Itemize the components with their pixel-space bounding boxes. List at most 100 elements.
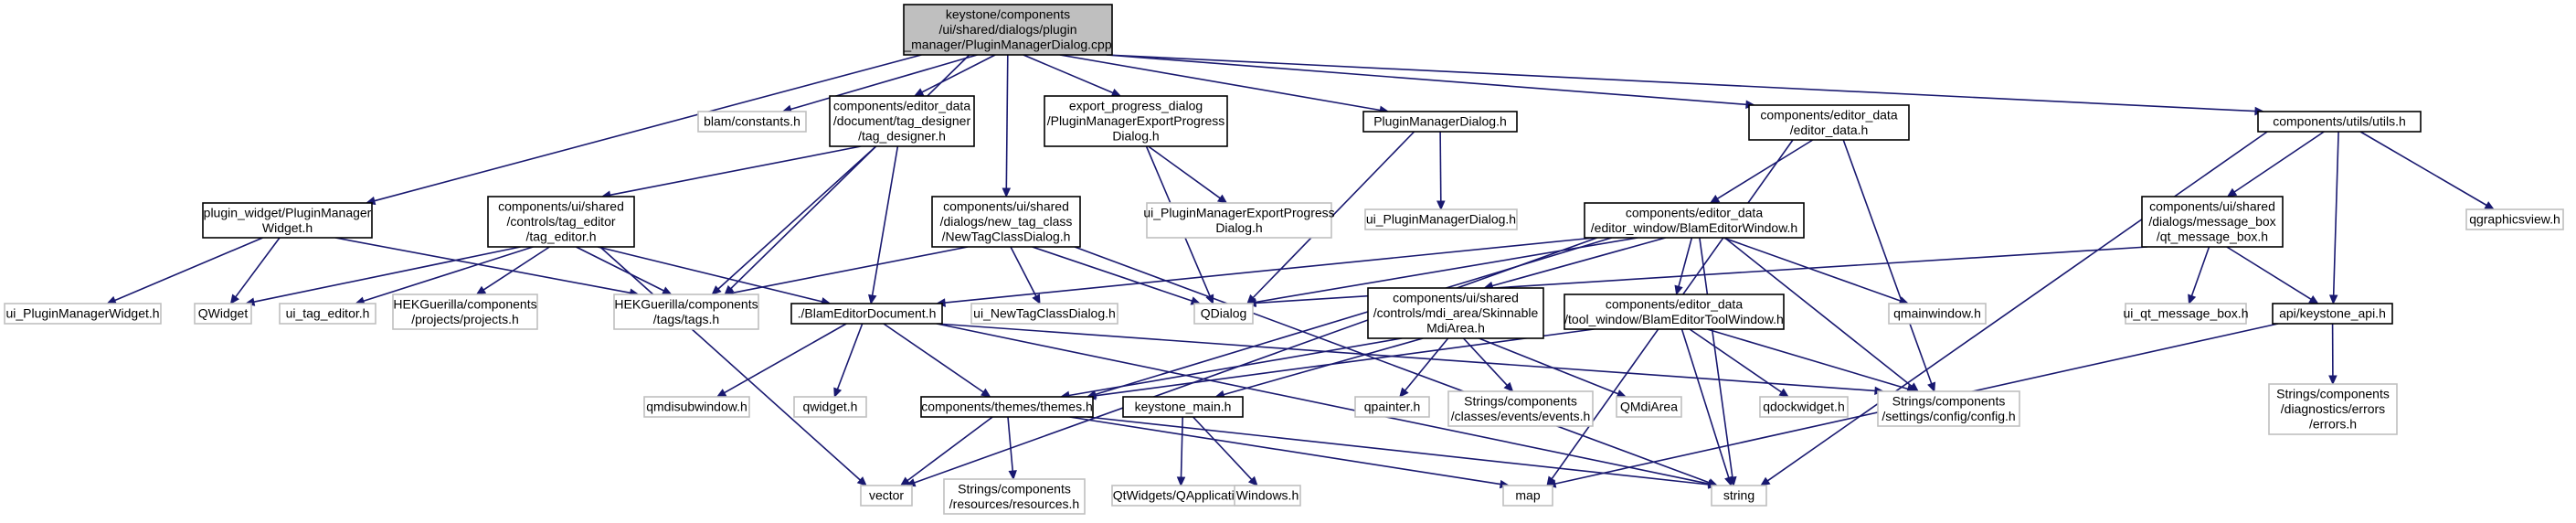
node-label: /ui/shared/dialogs/plugin xyxy=(939,22,1077,37)
node-qgraphicsview: qgraphicsview.h xyxy=(2465,208,2564,230)
edge-line xyxy=(363,246,534,303)
node-label: map xyxy=(1515,488,1540,503)
edge-line xyxy=(2233,131,2325,193)
edge-utils-to-string xyxy=(1759,131,2268,486)
node-label: qmdisubwindow.h xyxy=(646,400,747,414)
node-box xyxy=(1748,104,1910,141)
node-new-tag-class[interactable]: components/ui/shared/dialogs/new_tag_cla… xyxy=(931,196,1081,248)
node-label: Strings/components xyxy=(1892,393,2006,408)
node-label: MdiArea.h xyxy=(1426,321,1485,336)
arrowhead-icon xyxy=(716,389,727,398)
node-label: export_progress_dialog xyxy=(1069,99,1203,113)
edge-line xyxy=(921,54,996,93)
node-label: components/editor_data xyxy=(833,99,970,113)
node-utils[interactable]: components/utils/utils.h xyxy=(2257,111,2422,133)
edge-line xyxy=(724,323,847,394)
node-blam-editor-window[interactable]: components/editor_data/editor_window/Bla… xyxy=(1584,202,1805,239)
node-box xyxy=(2272,303,2393,325)
node-tool-window[interactable]: components/editor_data/tool_window/BlamE… xyxy=(1564,294,1785,330)
node-box xyxy=(1759,396,1849,418)
node-box xyxy=(1888,303,1987,325)
edge-root-to-tags xyxy=(724,54,970,295)
node-label: /controls/mdi_area/Skinnable xyxy=(1373,305,1539,320)
node-root[interactable]: keystone/components/ui/shared/dialogs/pl… xyxy=(903,4,1113,56)
node-qwidget-h: qwidget.h xyxy=(793,396,867,418)
edge-line xyxy=(1842,139,1933,384)
node-box xyxy=(697,111,807,133)
arrowhead-icon xyxy=(1399,387,1409,398)
edge-line xyxy=(1074,246,1710,484)
edge-line xyxy=(610,145,862,197)
node-label: ui_NewTagClassDialog.h xyxy=(973,306,1116,321)
node-mdi-area[interactable]: components/ui/shared/controls/mdi_area/S… xyxy=(1367,287,1544,339)
edge-line xyxy=(1106,54,2256,112)
edge-line xyxy=(717,145,877,290)
edge-line xyxy=(2332,131,2339,296)
node-map: map xyxy=(1502,485,1553,507)
node-box xyxy=(1354,396,1430,418)
node-blam-editor-document[interactable]: ./BlamEditorDocument.h xyxy=(790,303,943,325)
arrowhead-icon xyxy=(1724,475,1733,487)
node-label: HEKGuerilla/components xyxy=(614,296,758,311)
node-ui-plugin-manager-widget: ui_PluginManagerWidget.h xyxy=(4,303,162,325)
node-box xyxy=(860,485,913,507)
edge-mdi_area-to-qpainter xyxy=(1399,337,1449,398)
edge-root-to-utils xyxy=(1106,54,2265,116)
node-label: components/ui/shared xyxy=(943,199,1069,214)
arrowhead-icon xyxy=(661,286,673,295)
node-label: QtWidgets/QApplication xyxy=(1113,488,1249,503)
edge-keystone_api-to-errors xyxy=(2328,323,2337,386)
node-box xyxy=(1584,202,1805,239)
node-keystone-main[interactable]: keystone_main.h xyxy=(1122,396,1244,418)
edge-line xyxy=(836,323,864,390)
node-box xyxy=(613,294,759,330)
node-label: /editor_window/BlamEditorWindow.h xyxy=(1591,220,1797,235)
edge-message_box-to-keystone_api xyxy=(2226,246,2319,304)
node-label: QDialog xyxy=(1201,306,1247,321)
edge-line xyxy=(936,323,1710,485)
node-box xyxy=(2257,111,2422,133)
edge-plugin_manager_dialog-to-ui_plugin_manager_dialog xyxy=(1436,131,1446,211)
edge-message_box-to-ui_qt_message_box xyxy=(2188,246,2210,305)
node-label: QWidget xyxy=(198,306,249,321)
node-message-box[interactable]: components/ui/shared/dialogs/message_box… xyxy=(2141,196,2284,248)
node-label: components/editor_data xyxy=(1606,296,1743,311)
arrowhead-icon xyxy=(981,388,991,398)
edge-utils-to-qgraphicsview xyxy=(2359,131,2496,210)
edge-editor_data-to-blam_editor_window xyxy=(1709,139,1814,204)
edge-line xyxy=(1706,328,1909,390)
node-tag-editor[interactable]: components/ui/shared/controls/tag_editor… xyxy=(487,196,635,248)
node-label: PluginManagerDialog.h xyxy=(1373,114,1507,129)
node-editor-data[interactable]: components/editor_data/editor_data.h xyxy=(1748,104,1910,141)
node-themes[interactable]: components/themes/themes.h xyxy=(920,396,1094,418)
node-qpainter: qpainter.h xyxy=(1354,396,1430,418)
node-projects: HEKGuerilla/components/projects/projects… xyxy=(392,294,538,330)
node-box xyxy=(1502,485,1553,507)
node-plugin-manager-dialog[interactable]: PluginManagerDialog.h xyxy=(1362,111,1518,133)
node-tag-designer[interactable]: components/editor_data/document/tag_desi… xyxy=(829,95,975,147)
node-label: /editor_data.h xyxy=(1790,123,1869,137)
node-label: /projects/projects.h xyxy=(411,312,519,326)
node-box xyxy=(1362,111,1518,133)
edge-line xyxy=(253,246,521,303)
arrowhead-icon xyxy=(1176,476,1186,487)
edge-mdi_area-to-qmdiarea xyxy=(1479,337,1627,398)
node-label: components/ui/shared xyxy=(1393,291,1519,305)
edge-blam_editor_window-to-vector xyxy=(905,237,1598,487)
node-label: qwidget.h xyxy=(803,400,858,414)
node-box xyxy=(1234,485,1301,507)
edge-blam_editor_document-to-qmdisubwindow xyxy=(716,323,847,398)
node-plugin-widget[interactable]: plugin_widget/PluginManagerWidget.h xyxy=(202,202,373,239)
node-config: Strings/components/settings/config/confi… xyxy=(1877,390,2020,427)
node-keystone-api[interactable]: api/keystone_api.h xyxy=(2272,303,2393,325)
node-ui-tag-editor: ui_tag_editor.h xyxy=(279,303,376,325)
node-box xyxy=(194,303,252,325)
node-export-progress[interactable]: export_progress_dialog/PluginManagerExpo… xyxy=(1044,95,1228,147)
edge-line xyxy=(1689,328,1782,393)
edge-line xyxy=(576,246,664,292)
node-box xyxy=(903,4,1113,56)
node-qmainwindow: qmainwindow.h xyxy=(1888,303,1987,325)
edge-line xyxy=(871,145,899,296)
edge-line xyxy=(2190,246,2210,296)
node-errors: Strings/components/diagnostics/errors/er… xyxy=(2268,383,2398,435)
